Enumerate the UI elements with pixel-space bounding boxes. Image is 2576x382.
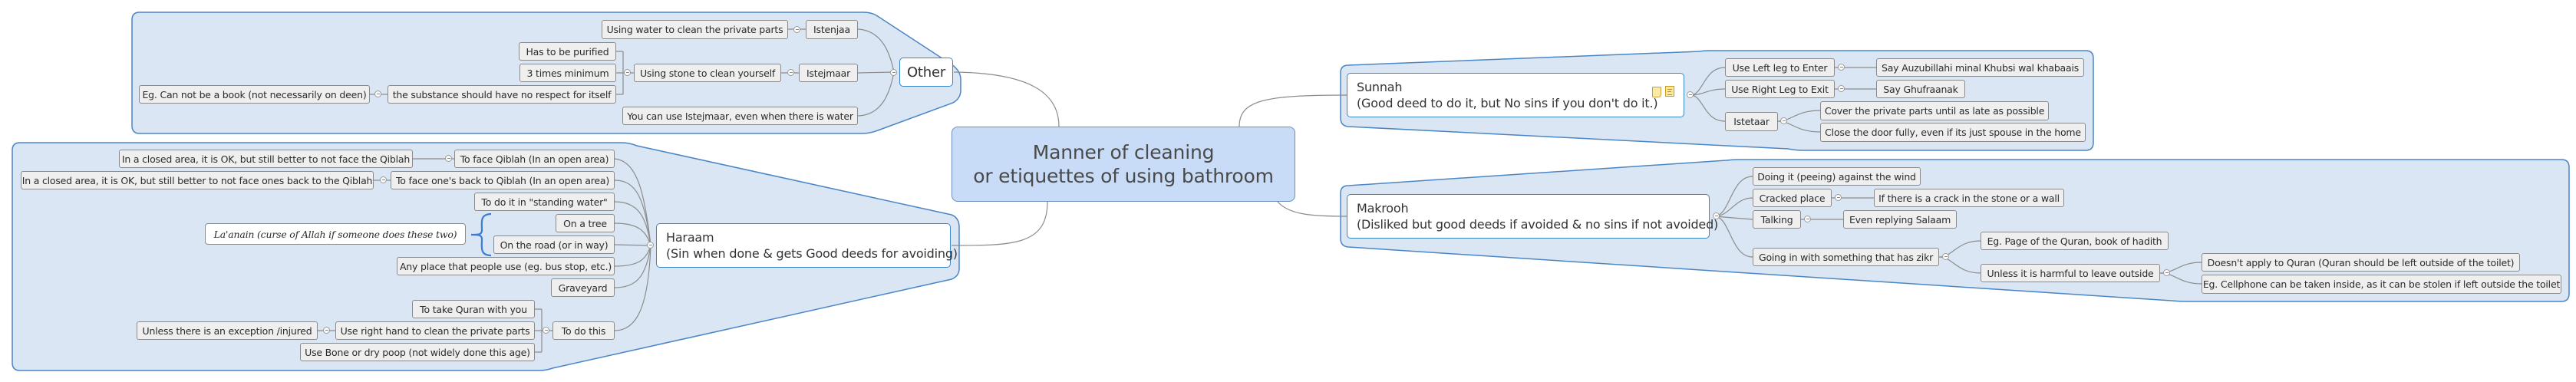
topic-other[interactable]: Other — [899, 58, 953, 87]
topic-use-bone[interactable]: Use Bone or dry poop (not widely done th… — [300, 343, 535, 361]
summary-laanain[interactable]: La'anain (curse of Allah if someone does… — [205, 223, 466, 245]
topic-face-qiblah[interactable]: To face Qiblah (In an open area) — [454, 150, 615, 168]
group-haraam-bg — [12, 142, 960, 371]
topic-any-place-people-use[interactable]: Any place that people use (eg. bus stop,… — [397, 257, 615, 275]
topic-istejmaar[interactable]: Istejmaar — [799, 64, 858, 82]
topic-eg-not-a-book[interactable]: Eg. Can not be a book (not necessarily o… — [139, 85, 370, 104]
topic-something-with-zikr[interactable]: Going in with something that has zikr — [1753, 248, 1939, 266]
collapse-toggle-unless-harmful[interactable] — [2163, 269, 2170, 276]
topic-standing-water[interactable]: To do it in "standing water" — [474, 193, 615, 211]
topic-page-of-quran[interactable]: Eg. Page of the Quran, book of hadith — [1981, 232, 2169, 250]
haraam-title: Haraam — [666, 230, 714, 245]
topic-has-to-be-purified[interactable]: Has to be purified — [519, 42, 616, 61]
topic-on-a-tree[interactable]: On a tree — [556, 214, 615, 232]
collapse-toggle-istenjaa[interactable] — [793, 26, 800, 33]
topic-graveyard[interactable]: Graveyard — [551, 278, 615, 297]
topic-on-the-road[interactable]: On the road (or in way) — [493, 235, 615, 254]
collapse-toggle-face-back[interactable] — [380, 176, 387, 183]
topic-face-back-qiblah[interactable]: To face one's back to Qiblah (In an open… — [391, 171, 615, 189]
topic-istenjaa[interactable]: Istenjaa — [806, 20, 858, 39]
topic-unless-exception[interactable]: Unless there is an exception /injured — [137, 321, 318, 340]
topic-using-water[interactable]: Using water to clean the private parts — [602, 20, 788, 39]
sunnah-subtitle: (Good deed to do it, but No sins if you … — [1357, 96, 1658, 110]
topic-replying-salaam[interactable]: Even replying Salaam — [1843, 210, 1957, 229]
collapse-toggle-zikr[interactable] — [1942, 253, 1949, 260]
collapse-toggle-cracked-place[interactable] — [1835, 194, 1842, 201]
sticky-note-icon[interactable] — [1652, 87, 1661, 97]
topic-crack-in-stone[interactable]: If there is a crack in the stone or a wa… — [1874, 189, 2064, 207]
topic-close-door[interactable]: Close the door fully, even if its just s… — [1820, 123, 2086, 142]
topic-against-wind[interactable]: Doing it (peeing) against the wind — [1753, 167, 1921, 186]
topic-right-leg-exit[interactable]: Use Right Leg to Exit — [1725, 80, 1835, 98]
topic-3-times-minimum[interactable]: 3 times minimum — [519, 64, 616, 82]
topic-closed-area-back[interactable]: In a closed area, it is OK, but still be… — [21, 171, 374, 189]
makrooh-title: Makrooh — [1357, 201, 1409, 216]
topic-to-do-this[interactable]: To do this — [552, 321, 615, 340]
collapse-toggle-istejmaar[interactable] — [787, 69, 794, 76]
topic-makrooh[interactable]: Makrooh (Disliked but good deeds if avoi… — [1347, 194, 1718, 239]
collapse-toggle-right-leg[interactable] — [1838, 85, 1845, 92]
topic-talking[interactable]: Talking — [1753, 210, 1801, 229]
central-topic-line2: or etiquettes of using bathroom — [973, 165, 1274, 187]
topic-istetaar[interactable]: Istetaar — [1725, 112, 1778, 131]
haraam-subtitle: (Sin when done & gets Good deeds for avo… — [666, 246, 958, 261]
collapse-toggle-using-stone[interactable] — [624, 69, 631, 76]
makrooh-subtitle: (Disliked but good deeds if avoided & no… — [1357, 217, 1719, 232]
collapse-toggle-to-do-this[interactable] — [543, 327, 549, 334]
topic-use-right-hand[interactable]: Use right hand to clean the private part… — [335, 321, 535, 340]
topic-cover-private-parts[interactable]: Cover the private parts until as late as… — [1820, 101, 2049, 120]
topic-left-leg-enter[interactable]: Use Left leg to Enter — [1725, 58, 1835, 77]
collapse-toggle-haraam[interactable] — [647, 242, 654, 249]
topic-cellphone-inside[interactable]: Eg. Cellphone can be taken inside, as it… — [2202, 275, 2561, 294]
collapse-toggle-makrooh[interactable] — [1713, 212, 1720, 219]
collapse-toggle-talking[interactable] — [1804, 216, 1811, 222]
topic-cracked-place[interactable]: Cracked place — [1753, 189, 1832, 207]
collapse-toggle-istetaar[interactable] — [1780, 117, 1787, 124]
topic-haraam[interactable]: Haraam (Sin when done & gets Good deeds … — [656, 223, 958, 268]
topic-use-istejmaar-with-water[interactable]: You can use Istejmaar, even when there i… — [622, 107, 858, 125]
collapse-toggle-other[interactable] — [890, 69, 897, 76]
collapse-toggle-sunnah[interactable] — [1687, 91, 1694, 98]
connector-lines — [318, 28, 2202, 353]
topic-say-auzubillahi[interactable]: Say Auzubillahi minal Khubsi wal khabaai… — [1876, 58, 2084, 77]
central-topic[interactable]: Manner of cleaning or etiquettes of usin… — [952, 127, 1295, 202]
collapse-toggle-left-leg[interactable] — [1838, 64, 1845, 71]
collapse-toggle-face-qiblah[interactable] — [445, 155, 452, 162]
topic-closed-area-face[interactable]: In a closed area, it is OK, but still be… — [119, 150, 413, 168]
topic-doesnt-apply-quran[interactable]: Doesn't apply to Quran (Quran should be … — [2202, 253, 2520, 272]
collapse-toggle-substance[interactable] — [374, 91, 381, 97]
collapse-toggle-right-hand[interactable] — [323, 327, 330, 334]
topic-take-quran[interactable]: To take Quran with you — [412, 300, 535, 318]
sunnah-title: Sunnah — [1357, 80, 1403, 94]
topic-using-stone[interactable]: Using stone to clean yourself — [634, 64, 781, 82]
topic-sunnah[interactable]: Sunnah (Good deed to do it, but No sins … — [1347, 73, 1684, 117]
topic-substance-no-respect[interactable]: the substance should have no respect for… — [388, 85, 616, 104]
brace-icon — [470, 212, 492, 257]
central-topic-line1: Manner of cleaning — [1032, 141, 1215, 163]
notes-document-icon[interactable] — [1665, 86, 1674, 97]
topic-unless-harmful[interactable]: Unless it is harmful to leave outside — [1981, 264, 2160, 282]
topic-say-ghufraanak[interactable]: Say Ghufraanak — [1876, 80, 1965, 98]
